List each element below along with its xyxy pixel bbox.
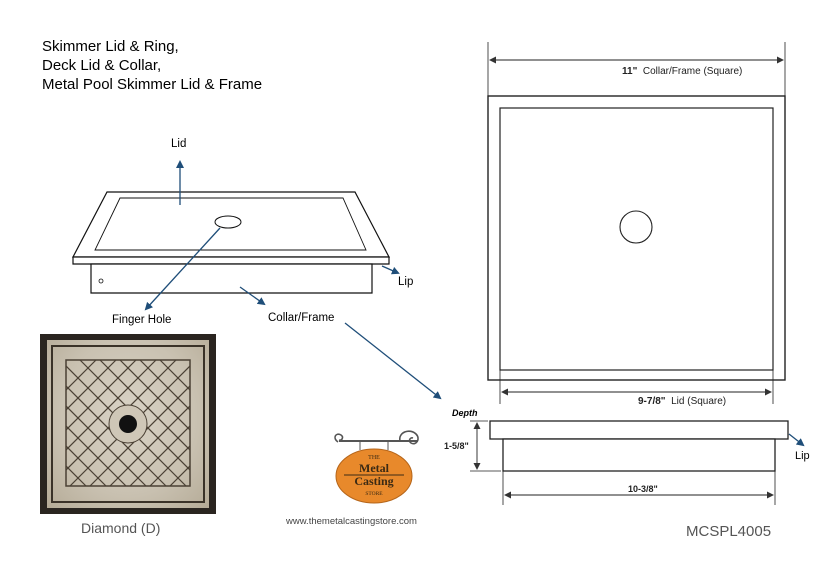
photo-lid-border <box>51 345 205 503</box>
collar-frame-label: Collar/Frame <box>268 312 335 324</box>
side-view-drawing <box>470 420 789 505</box>
side-lip <box>489 420 789 440</box>
photo-pattern-border <box>65 359 191 487</box>
depth-dimension: 1-5/8" <box>444 441 469 451</box>
lip-arrow <box>381 265 400 275</box>
top-view-drawing <box>487 42 786 404</box>
frame-width-value: 11" <box>622 66 638 77</box>
logo-svg: THE Metal Casting STORE <box>334 430 419 504</box>
finger-hole-shape <box>214 215 242 229</box>
product-photo <box>40 334 216 514</box>
side-lip-label: Lip <box>795 450 810 462</box>
callout-arrows <box>144 160 805 447</box>
lid-width-text: Lid (Square) <box>671 396 727 407</box>
logo-line1: THE <box>368 455 380 461</box>
lid-width-value: 9-7/8" <box>638 396 666 407</box>
collar-body <box>90 263 373 294</box>
logo-line4: STORE <box>365 491 383 497</box>
lip-label: Lip <box>398 276 414 288</box>
metal-casting-logo: THE Metal Casting STORE <box>330 428 426 513</box>
side-collar <box>502 438 776 472</box>
title-line-1: Skimmer Lid & Ring, <box>42 38 179 55</box>
diamond-pattern-svg <box>51 345 205 503</box>
title-line-2: Deck Lid & Collar, <box>42 57 162 74</box>
frame-width-text: Collar/Frame (Square) <box>642 66 743 77</box>
frame-width-dimension: 11" Collar/Frame (Square) <box>622 66 742 77</box>
top-finger-hole <box>619 210 653 244</box>
depth-value: 1-5/8" <box>444 441 469 451</box>
lid-width-dimension: 9-7/8" Lid (Square) <box>638 396 726 407</box>
lid-lip-edge <box>72 256 390 265</box>
lid-outline <box>499 107 774 371</box>
lid-top-outline <box>72 191 390 258</box>
lid-label: Lid <box>171 138 187 150</box>
finger-hole-arrow <box>144 227 221 311</box>
website-url: www.themetalcastingstore.com <box>286 516 417 527</box>
collar-arrow <box>239 286 266 306</box>
product-code: MCSPL4005 <box>686 523 772 540</box>
frame-outline <box>487 95 786 381</box>
depth-label: Depth <box>452 408 478 418</box>
side-lip-arrow <box>788 433 805 447</box>
perspective-lid-drawing <box>72 191 390 294</box>
title-line-3: Metal Pool Skimmer Lid & Frame <box>42 76 263 93</box>
bottom-width-dimension: 10-3/8" <box>628 484 658 494</box>
logo-line3: Casting <box>354 474 393 488</box>
photo-finger-hole <box>119 415 137 433</box>
logo-line2: Metal <box>359 461 390 475</box>
collar-to-side-arrow <box>344 322 442 400</box>
photo-caption: Diamond (D) <box>81 520 161 536</box>
lid-inner-edge <box>94 197 367 251</box>
bottom-width-value: 10-3/8" <box>628 484 658 494</box>
title-block: Skimmer Lid & Ring, Deck Lid & Collar, M… <box>42 37 262 94</box>
finger-hole-label: Finger Hole <box>112 314 172 326</box>
rivet-dot <box>98 278 104 284</box>
